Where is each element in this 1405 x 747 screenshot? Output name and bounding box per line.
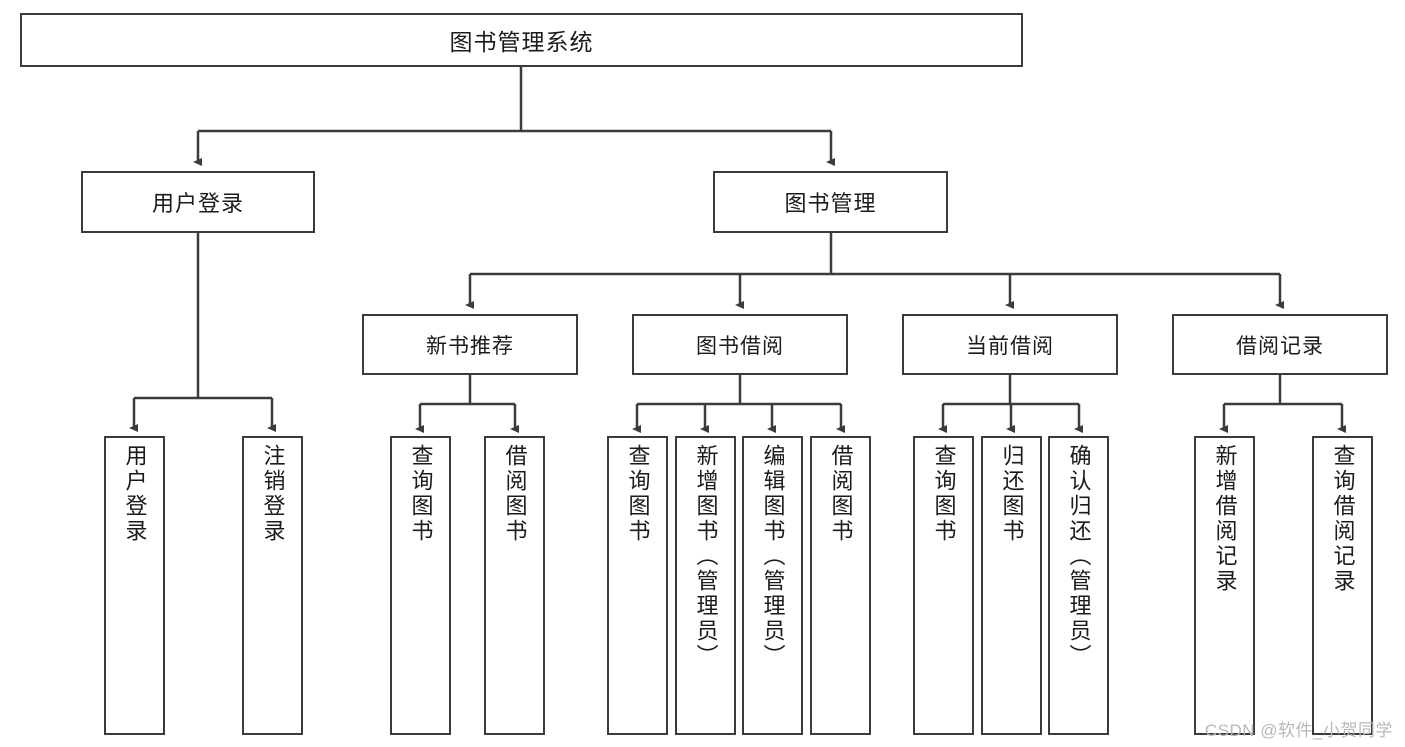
leaf-user-logout-label: 注销登录	[260, 444, 286, 544]
node-book-borrow[interactable]: 图书借阅	[632, 314, 848, 375]
leaf-borrow-add-book[interactable]: 新增图书（管理员）	[675, 436, 736, 735]
leaf-borrow-query-book-label: 查询图书	[625, 444, 651, 544]
leaf-recommend-query-book-label: 查询图书	[408, 444, 434, 544]
leaf-current-confirm-return-label: 确认归还（管理员）	[1066, 444, 1092, 669]
leaf-borrow-edit-book-label: 编辑图书（管理员）	[760, 444, 786, 669]
node-current-borrow-label: 当前借阅	[966, 334, 1054, 358]
node-borrow-record-label: 借阅记录	[1236, 334, 1324, 358]
leaf-current-return-book[interactable]: 归还图书	[981, 436, 1042, 735]
leaf-borrow-add-book-label: 新增图书（管理员）	[693, 444, 719, 669]
leaf-record-add-record[interactable]: 新增借阅记录	[1194, 436, 1255, 735]
leaf-recommend-borrow-book[interactable]: 借阅图书	[484, 436, 545, 735]
node-root-label: 图书管理系统	[449, 29, 594, 55]
watermark: CSDN @软件_小贺同学	[1204, 721, 1393, 740]
leaf-current-query-book[interactable]: 查询图书	[913, 436, 974, 735]
leaf-record-add-record-label: 新增借阅记录	[1212, 444, 1238, 594]
leaf-user-login[interactable]: 用户登录	[104, 436, 165, 735]
leaf-borrow-edit-book[interactable]: 编辑图书（管理员）	[742, 436, 803, 735]
leaf-current-query-book-label: 查询图书	[931, 444, 957, 544]
node-user-login[interactable]: 用户登录	[81, 171, 315, 233]
node-borrow-record[interactable]: 借阅记录	[1172, 314, 1388, 375]
node-book-borrow-label: 图书借阅	[696, 334, 784, 358]
leaf-borrow-borrow-book-label: 借阅图书	[828, 444, 854, 544]
leaf-record-query-record[interactable]: 查询借阅记录	[1312, 436, 1373, 735]
node-root-system[interactable]: 图书管理系统	[20, 13, 1023, 67]
leaf-current-return-book-label: 归还图书	[999, 444, 1025, 544]
leaf-user-login-label: 用户登录	[122, 444, 148, 544]
node-book-management[interactable]: 图书管理	[713, 171, 948, 233]
leaf-borrow-borrow-book[interactable]: 借阅图书	[810, 436, 871, 735]
node-current-borrow[interactable]: 当前借阅	[902, 314, 1118, 375]
leaf-borrow-query-book[interactable]: 查询图书	[607, 436, 668, 735]
leaf-user-logout[interactable]: 注销登录	[242, 436, 303, 735]
node-new-book-recommend-label: 新书推荐	[426, 334, 514, 358]
node-user-login-label: 用户登录	[151, 191, 244, 216]
node-new-book-recommend[interactable]: 新书推荐	[362, 314, 578, 375]
leaf-record-query-record-label: 查询借阅记录	[1330, 444, 1356, 594]
node-book-management-label: 图书管理	[784, 191, 877, 216]
leaf-recommend-query-book[interactable]: 查询图书	[390, 436, 451, 735]
leaf-current-confirm-return[interactable]: 确认归还（管理员）	[1048, 436, 1109, 735]
leaf-recommend-borrow-book-label: 借阅图书	[502, 444, 528, 544]
